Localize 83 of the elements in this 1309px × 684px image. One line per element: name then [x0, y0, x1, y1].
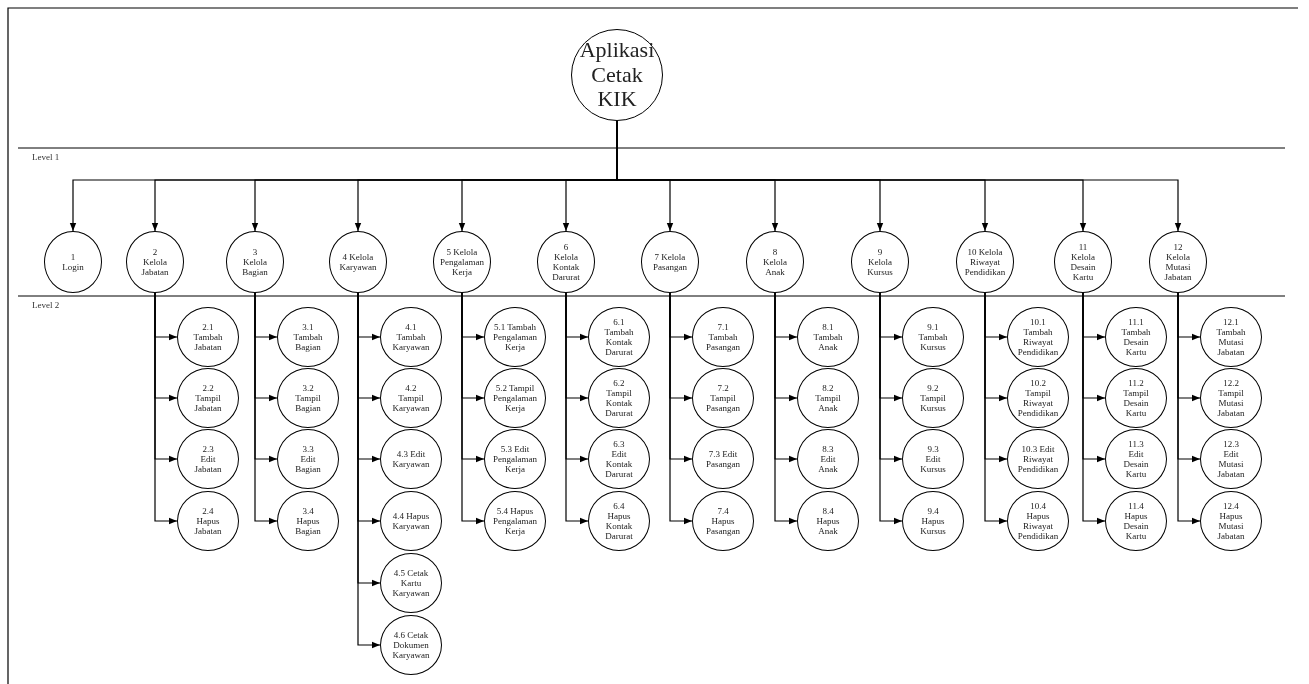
level-label: Level 2: [32, 300, 60, 310]
process-label: 11.2 Tampil Desain Kartu: [1123, 377, 1149, 419]
process-circle: [226, 231, 284, 293]
process-circle: [329, 231, 387, 293]
process-label: 2 Kelola Jabatan: [141, 246, 169, 278]
process-label: 6 Kelola Kontak Darurat: [552, 241, 580, 283]
connector-arrow: [254, 292, 278, 525]
process-label: 3.1 Tambah Bagian: [293, 321, 323, 353]
process-label: 10.2 Tampil Riwayat Pendidikan: [1017, 377, 1059, 419]
process-label: 6.4 Hapus Kontak Darurat: [605, 500, 633, 542]
process-label: 11.4 Hapus Desain Kartu: [1123, 500, 1149, 542]
process-label: 8.3 Edit Anak: [818, 443, 838, 475]
process-label: 4.4 Hapus Karyawan: [392, 510, 430, 532]
process-label: 3 Kelola Bagian: [242, 246, 268, 278]
process-label: 4.5 Cetak Kartu Karyawan: [392, 567, 430, 599]
connector-arrow: [669, 292, 693, 525]
process-circle: [1054, 231, 1112, 293]
process-label: 4.2 Tampil Karyawan: [392, 382, 430, 414]
process-label: 9.4 Hapus Kursus: [920, 505, 946, 537]
process-circle: [851, 231, 909, 293]
process-circle: [433, 231, 491, 293]
process-circle: [746, 231, 804, 293]
process-circle: [1149, 231, 1207, 293]
connector-arrow: [461, 292, 485, 525]
process-label: 11.3 Edit Desain Kartu: [1123, 438, 1149, 480]
process-label: 7.4 Hapus Pasangan: [706, 505, 740, 537]
process-label: 7.1 Tambah Pasangan: [706, 321, 740, 353]
process-label: 12.1 Tambah Mutasi Jabatan: [1216, 316, 1246, 358]
process-label: 10.4 Hapus Riwayat Pendidikan: [1017, 500, 1059, 542]
process-label: 5.3 Edit Pengalaman Kerja: [493, 443, 537, 475]
process-circle: [126, 231, 184, 293]
process-label: 12.2 Tampil Mutasi Jabatan: [1217, 377, 1245, 419]
connector-arrow: [1177, 292, 1201, 525]
process-circle: [44, 231, 102, 293]
process-label: 8 Kelola Anak: [763, 246, 787, 278]
process-label: 7.3 Edit Pasangan: [706, 448, 740, 470]
process-label: 11.1 Tambah Desain Kartu: [1121, 316, 1151, 358]
process-label: 5.4 Hapus Pengalaman Kerja: [493, 505, 537, 537]
connector-arrow: [1082, 292, 1106, 525]
process-label: 3.2 Tampil Bagian: [295, 382, 321, 414]
process-label: 5 Kelola Pengalaman Kerja: [440, 246, 484, 278]
process-label: 6.3 Edit Kontak Darurat: [605, 438, 633, 480]
process-label: 3.4 Hapus Bagian: [295, 505, 321, 537]
process-label: 8.1 Tambah Anak: [813, 321, 843, 353]
process-label: 7 Kelola Pasangan: [653, 251, 687, 273]
connector-arrow: [154, 292, 178, 525]
process-label: 10 Kelola Riwayat Pendidikan: [964, 246, 1006, 278]
process-label: 5.1 Tambah Pengalaman Kerja: [493, 321, 537, 353]
process-label: 1 Login: [62, 251, 84, 273]
process-label: 12 Kelola Mutasi Jabatan: [1164, 241, 1192, 283]
connector-arrow: [774, 292, 798, 525]
process-label: 9 Kelola Kursus: [867, 246, 893, 278]
process-label: 3.3 Edit Bagian: [295, 443, 321, 475]
process-label: 8.2 Tampil Anak: [815, 382, 841, 414]
process-label: 9.1 Tambah Kursus: [918, 321, 948, 353]
process-label: 2.1 Tambah Jabatan: [193, 321, 223, 353]
process-label: 8.4 Hapus Anak: [816, 505, 840, 537]
process-label: 4 Kelola Karyawan: [339, 251, 377, 273]
process-label: 4.3 Edit Karyawan: [392, 448, 430, 470]
process-label: 12.3 Edit Mutasi Jabatan: [1217, 438, 1245, 480]
process-label: 10.3 Edit Riwayat Pendidikan: [1017, 443, 1059, 475]
process-label: 10.1 Tambah Riwayat Pendidikan: [1017, 316, 1059, 358]
process-label: 4.1 Tambah Karyawan: [392, 321, 430, 353]
connector-arrow: [879, 292, 903, 525]
process-label: 11 Kelola Desain Kartu: [1070, 241, 1096, 283]
process-label: 7.2 Tampil Pasangan: [706, 382, 740, 414]
process-circle: [956, 231, 1014, 293]
process-label: 9.2 Tampil Kursus: [920, 382, 946, 414]
connector-arrow: [565, 292, 589, 525]
connector-arrow: [984, 292, 1008, 525]
process-label: Aplikasi Cetak KIK: [579, 38, 655, 112]
process-label: 2.2 Tampil Jabatan: [194, 382, 222, 414]
process-circle: [537, 231, 595, 293]
process-label: 2.4 Hapus Jabatan: [194, 505, 222, 537]
process-circle: [641, 231, 699, 293]
process-label: 2.3 Edit Jabatan: [194, 443, 222, 475]
process-label: 12.4 Hapus Mutasi Jabatan: [1217, 500, 1245, 542]
level-label: Level 1: [32, 152, 60, 162]
process-label: 6.1 Tambah Kontak Darurat: [604, 316, 634, 358]
process-label: 6.2 Tampil Kontak Darurat: [605, 377, 633, 419]
process-label: 4.6 Cetak Dokumen Karyawan: [392, 629, 430, 661]
process-label: 9.3 Edit Kursus: [920, 443, 946, 475]
process-label: 5.2 Tampil Pengalaman Kerja: [493, 382, 537, 414]
